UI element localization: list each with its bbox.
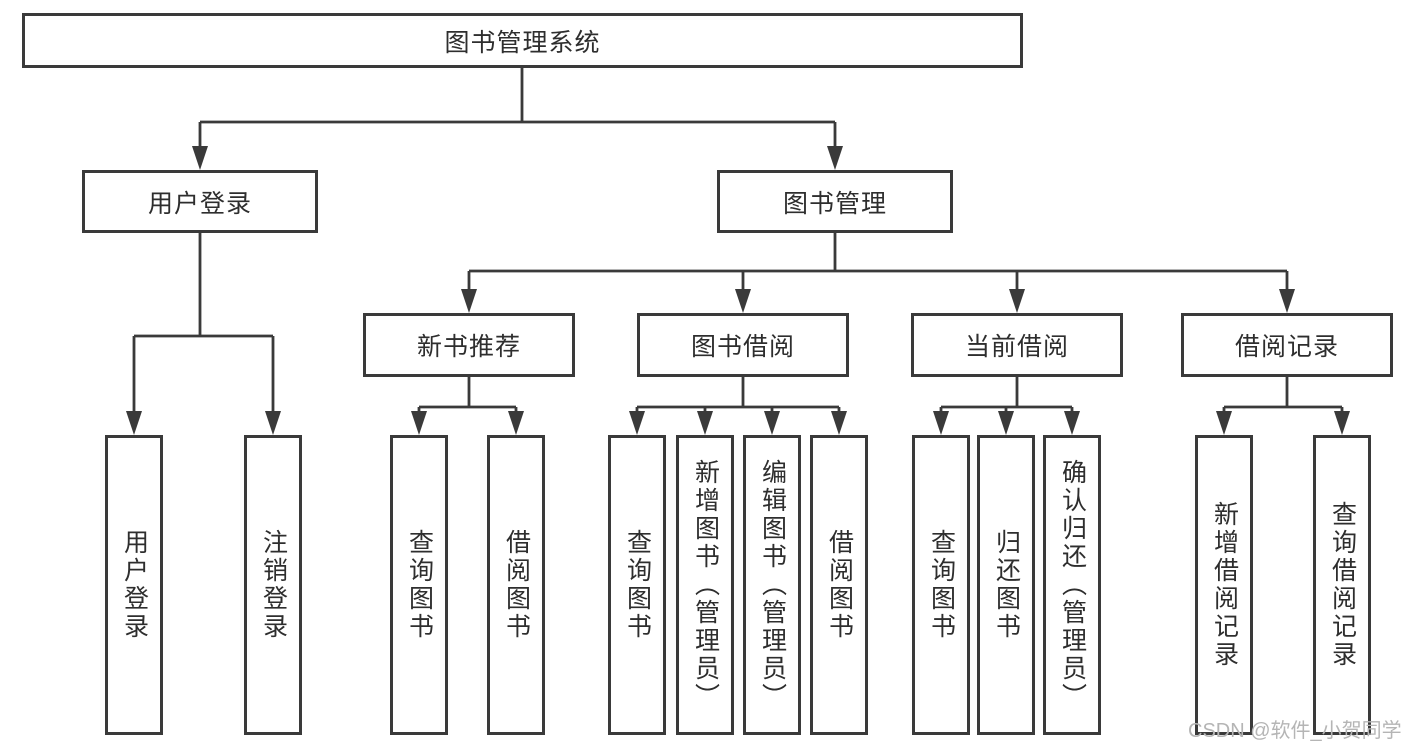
- node-label: 注销登录: [259, 529, 288, 641]
- leaf-query-books-borrowing: 查询图书: [608, 435, 666, 735]
- node-label: 编辑图书（管理员）: [758, 459, 787, 711]
- node-label: 确认归还（管理员）: [1058, 459, 1087, 711]
- leaf-return-books: 归还图书: [977, 435, 1035, 735]
- node-label: 用户登录: [147, 189, 252, 218]
- node-new-book-recommendation: 新书推荐: [363, 313, 575, 377]
- node-book-management: 图书管理: [717, 170, 953, 233]
- leaf-add-borrow-record: 新增借阅记录: [1195, 435, 1253, 735]
- leaf-user-login: 用户登录: [105, 435, 163, 735]
- leaf-logout: 注销登录: [244, 435, 302, 735]
- node-label: 图书管理: [782, 189, 887, 218]
- node-library-management-system: 图书管理系统: [22, 13, 1023, 68]
- node-label: 借阅图书: [825, 529, 854, 641]
- leaf-edit-books-admin: 编辑图书（管理员）: [743, 435, 801, 735]
- node-user-login: 用户登录: [82, 170, 318, 233]
- node-label: 查询图书: [623, 529, 652, 641]
- node-label: 新书推荐: [416, 333, 521, 361]
- node-label: 用户登录: [120, 529, 149, 641]
- node-label: 新增图书（管理员）: [691, 459, 720, 711]
- node-current-borrowing: 当前借阅: [911, 313, 1123, 377]
- node-label: 查询图书: [927, 529, 956, 641]
- watermark: CSDN @软件_小贺同学: [1188, 720, 1402, 742]
- node-label: 图书借阅: [690, 333, 795, 361]
- node-label: 新增借阅记录: [1210, 501, 1239, 669]
- node-borrowing-records: 借阅记录: [1181, 313, 1393, 377]
- node-label: 当前借阅: [964, 333, 1069, 361]
- node-label: 借阅记录: [1234, 333, 1339, 361]
- node-label: 图书管理系统: [444, 28, 601, 57]
- leaf-query-books-recommend: 查询图书: [390, 435, 448, 735]
- node-label: 归还图书: [992, 529, 1021, 641]
- node-label: 查询借阅记录: [1328, 501, 1357, 669]
- leaf-query-borrow-record: 查询借阅记录: [1313, 435, 1371, 735]
- node-label: 借阅图书: [502, 529, 531, 641]
- node-book-borrowing: 图书借阅: [637, 313, 849, 377]
- leaf-borrow-books-recommend: 借阅图书: [487, 435, 545, 735]
- leaf-add-books-admin: 新增图书（管理员）: [676, 435, 734, 735]
- leaf-confirm-return-admin: 确认归还（管理员）: [1043, 435, 1101, 735]
- leaf-borrow-books-borrowing: 借阅图书: [810, 435, 868, 735]
- leaf-query-books-current: 查询图书: [912, 435, 970, 735]
- node-label: 查询图书: [405, 529, 434, 641]
